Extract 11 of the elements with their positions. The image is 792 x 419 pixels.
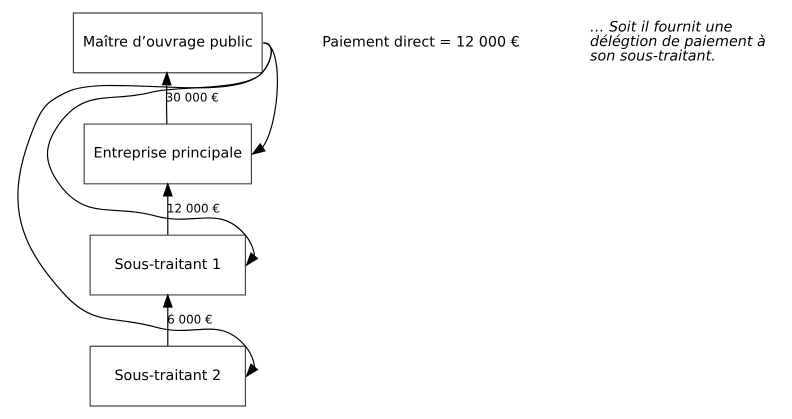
arrow [161,71,172,124]
label: Paiement direct = 12 000 € [322,34,520,51]
node-box: Maître d’ouvrage public [72,12,262,74]
arrow [16,42,272,378]
node-box: Entreprise principale [83,124,252,184]
edge-label: 30 000 € [165,90,218,104]
node-box: Sous-traitant 2 [89,346,246,407]
arrow [250,42,278,155]
node-box: Sous-traitant 1 [89,234,246,296]
arrow [162,182,172,235]
label: … Soit il fournit une délégtion de paiement à son sous-traitant. [590,20,766,64]
